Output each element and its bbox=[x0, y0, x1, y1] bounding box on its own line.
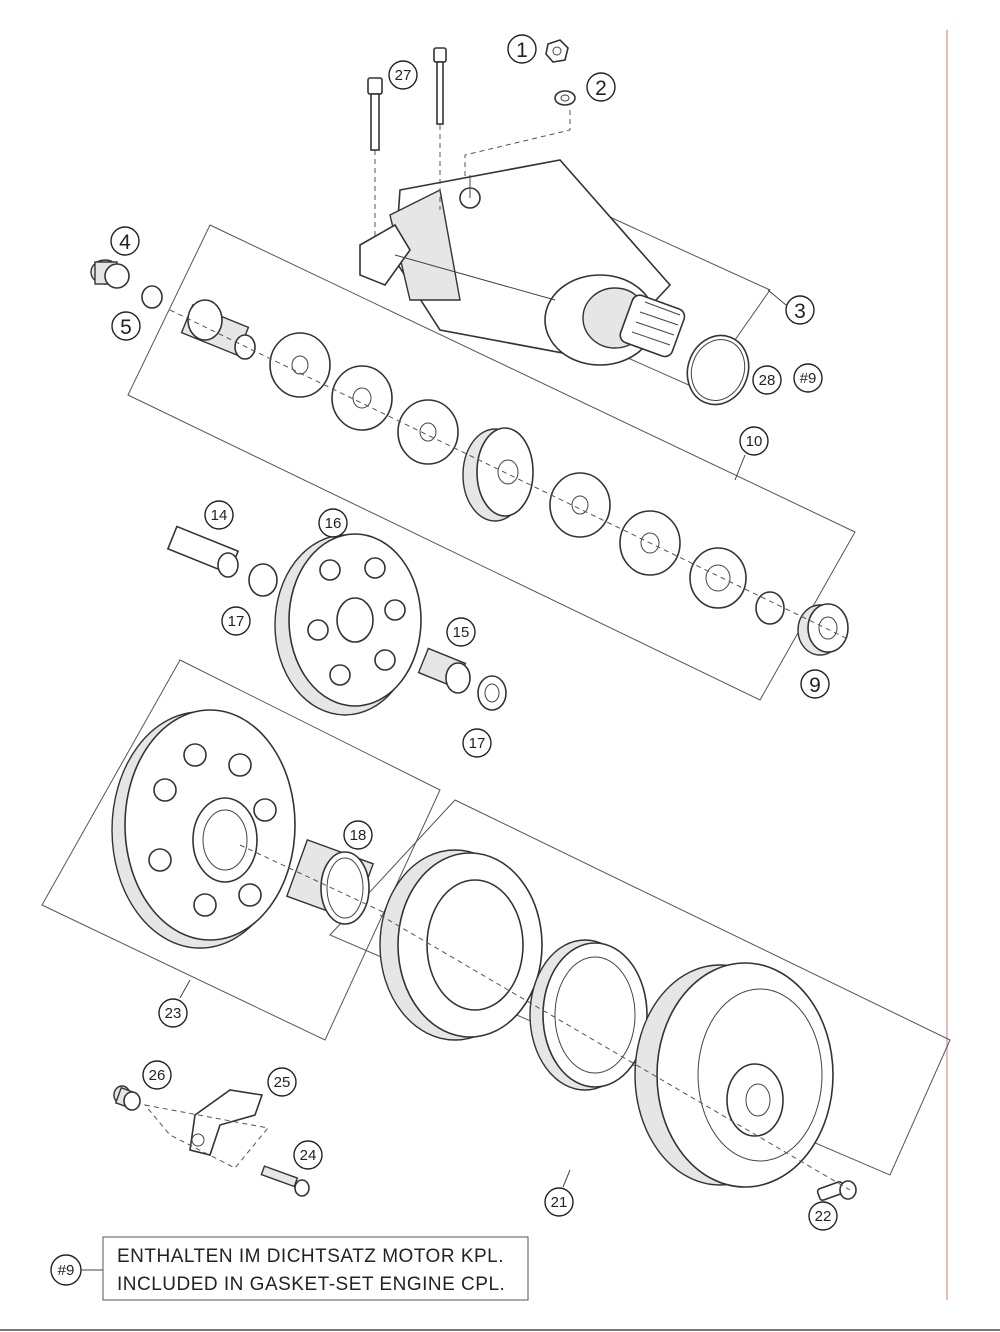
svg-text:5: 5 bbox=[120, 316, 132, 339]
leader-line bbox=[143, 1104, 269, 1169]
callout-1: 1 bbox=[507, 34, 537, 64]
svg-text:17: 17 bbox=[228, 613, 245, 630]
svg-text:10: 10 bbox=[746, 433, 763, 450]
callout-3: 3 bbox=[785, 295, 815, 325]
pinion-shaft bbox=[180, 299, 256, 360]
svg-text:18: 18 bbox=[350, 827, 367, 844]
callout-9: 9 bbox=[800, 669, 830, 699]
freewheel-bearing bbox=[285, 838, 375, 925]
thrust-washer bbox=[248, 563, 278, 597]
callout-17-upper: 17 bbox=[221, 606, 251, 636]
flywheel-bolt bbox=[816, 1180, 857, 1202]
legend-line-english: INCLUDED IN GASKET-SET ENGINE CPL. bbox=[117, 1274, 505, 1295]
holding-plate bbox=[189, 1089, 264, 1156]
legend-marker-text: #9 bbox=[58, 1262, 75, 1279]
bushing bbox=[90, 259, 130, 289]
svg-text:26: 26 bbox=[149, 1067, 166, 1084]
spacer-sleeve bbox=[113, 1085, 141, 1111]
o-ring-inner bbox=[690, 339, 746, 401]
ball-bearing bbox=[797, 603, 849, 656]
thrust-washer-small bbox=[141, 285, 163, 309]
group-box-idler-gear bbox=[41, 659, 441, 1041]
callout-17-lower: 17 bbox=[462, 728, 492, 758]
washer bbox=[689, 547, 747, 609]
svg-text:27: 27 bbox=[395, 67, 412, 84]
nut bbox=[545, 39, 569, 63]
callout-10: 10 bbox=[739, 426, 769, 456]
callout-4: 4 bbox=[110, 226, 140, 256]
axis-line bbox=[239, 844, 401, 921]
svg-text:16: 16 bbox=[325, 515, 342, 532]
callout-24: 24 bbox=[293, 1140, 323, 1170]
leader-line bbox=[464, 110, 571, 180]
svg-text:28: 28 bbox=[759, 372, 776, 389]
callout-26: 26 bbox=[142, 1060, 172, 1090]
circlip bbox=[755, 591, 785, 625]
callout-2: 2 bbox=[586, 72, 616, 102]
callout-16: 16 bbox=[318, 508, 348, 538]
callout-28: 28 bbox=[752, 365, 782, 395]
callout-14: 14 bbox=[204, 500, 234, 530]
callout-3-leader bbox=[767, 289, 787, 306]
svg-text:2: 2 bbox=[595, 77, 607, 100]
svg-text:24: 24 bbox=[300, 1147, 317, 1164]
svg-text:3: 3 bbox=[794, 300, 806, 323]
svg-text:4: 4 bbox=[119, 231, 131, 254]
screw bbox=[260, 1165, 310, 1197]
axis-line bbox=[379, 914, 851, 1191]
flywheel-rotor bbox=[634, 962, 834, 1188]
group-box-starter-gear-set bbox=[127, 224, 856, 701]
callout-27: 27 bbox=[388, 60, 418, 90]
washer-small bbox=[554, 90, 576, 106]
needle-bushing bbox=[417, 647, 471, 694]
callout-15: 15 bbox=[446, 617, 476, 647]
svg-text:15: 15 bbox=[453, 624, 470, 641]
svg-text:23: 23 bbox=[165, 1005, 182, 1022]
callout-18: 18 bbox=[343, 820, 373, 850]
legend-box bbox=[102, 1236, 529, 1301]
callout-21: 21 bbox=[544, 1187, 574, 1217]
bolt-short bbox=[367, 77, 383, 151]
group-box-flywheel bbox=[329, 799, 951, 1176]
o-ring bbox=[686, 334, 750, 406]
spring-washer bbox=[331, 365, 393, 431]
svg-text:22: 22 bbox=[815, 1208, 832, 1225]
svg-text:21: 21 bbox=[551, 1194, 568, 1211]
intermediate-gear bbox=[462, 427, 534, 522]
legend-line-german: ENTHALTEN IM DICHTSATZ MOTOR KPL. bbox=[117, 1246, 504, 1267]
freewheel-ring bbox=[379, 849, 543, 1041]
bolt-long bbox=[433, 47, 447, 125]
idler-gear bbox=[274, 533, 422, 716]
svg-text:14: 14 bbox=[211, 507, 228, 524]
legend: #9 ENTHALTEN IM DICHTSATZ MOTOR KPL. INC… bbox=[50, 1236, 529, 1301]
svg-text:25: 25 bbox=[274, 1074, 291, 1091]
washer bbox=[397, 399, 459, 465]
svg-text:17: 17 bbox=[469, 735, 486, 752]
callout-22: 22 bbox=[808, 1201, 838, 1231]
starter-motor bbox=[359, 159, 686, 366]
washer bbox=[269, 332, 331, 398]
svg-text:9: 9 bbox=[809, 674, 821, 697]
washer bbox=[549, 472, 611, 538]
callout-5: 5 bbox=[111, 311, 141, 341]
callout-23: 23 bbox=[158, 998, 188, 1028]
svg-text:1: 1 bbox=[516, 39, 528, 62]
callout-21-leader bbox=[562, 1169, 571, 1188]
callout-9-hash: #9 bbox=[793, 363, 823, 393]
freewheel-cage bbox=[529, 939, 648, 1091]
svg-text:#9: #9 bbox=[800, 370, 817, 387]
callout-23-leader bbox=[179, 979, 191, 999]
idler-shaft bbox=[166, 525, 240, 578]
callout-10-leader bbox=[734, 454, 746, 481]
starter-drive-gear bbox=[111, 709, 296, 949]
callout-25: 25 bbox=[267, 1067, 297, 1097]
thrust-washer bbox=[477, 675, 507, 711]
